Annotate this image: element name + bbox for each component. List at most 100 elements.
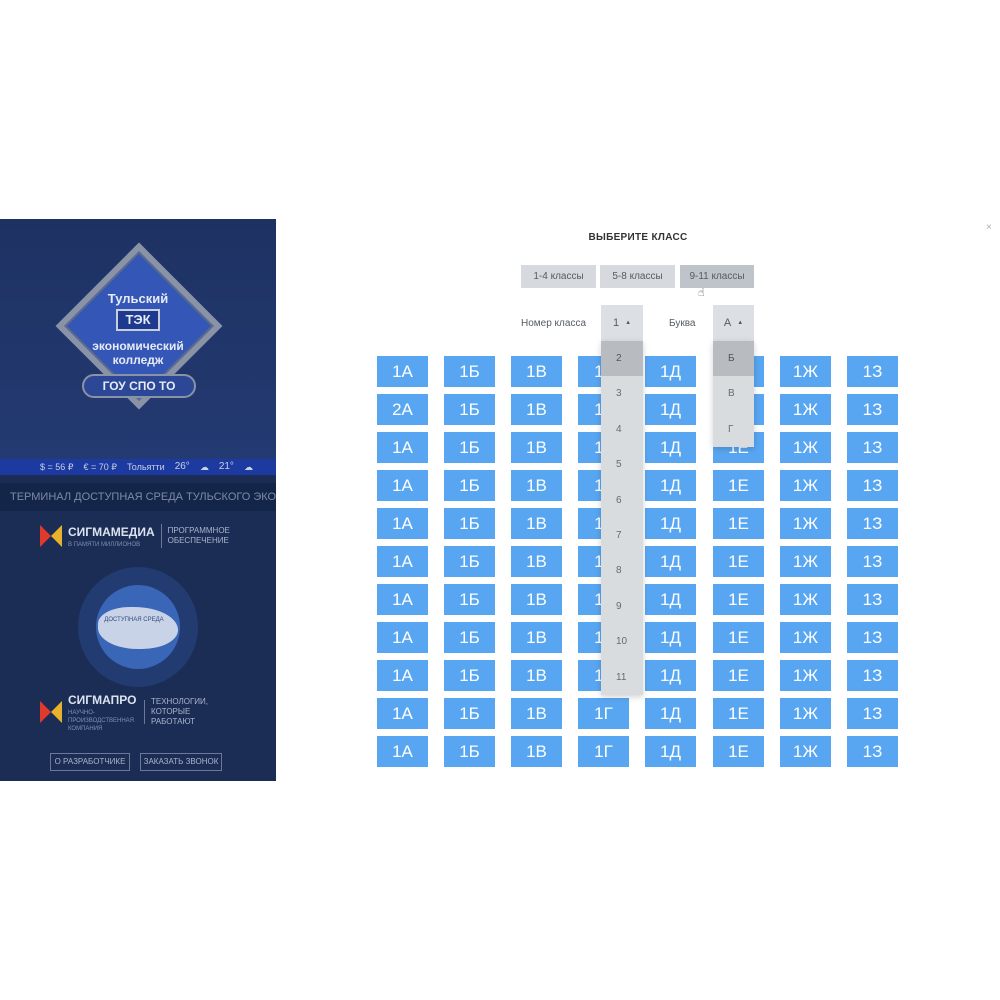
class-button[interactable]: 1Д	[645, 432, 696, 463]
order-call-button[interactable]: ЗАКАЗАТЬ ЗВОНОК	[140, 753, 222, 771]
class-number-option[interactable]: 5	[616, 459, 622, 471]
class-button[interactable]: 1З	[847, 508, 898, 539]
class-button[interactable]: 1Ж	[780, 394, 831, 425]
class-button[interactable]: 1Д	[645, 546, 696, 577]
class-button[interactable]: 1Е	[713, 622, 764, 653]
class-button[interactable]: 1З	[847, 622, 898, 653]
class-button[interactable]: 1Ж	[780, 356, 831, 387]
class-number-select[interactable]: 1▲	[601, 305, 643, 341]
class-button[interactable]: 1Ж	[780, 660, 831, 691]
class-button[interactable]: 1Б	[444, 470, 495, 501]
class-button[interactable]: 1А	[377, 660, 428, 691]
class-button[interactable]: 1З	[847, 470, 898, 501]
letter-option[interactable]: Г	[728, 423, 734, 435]
region-map-icon[interactable]	[98, 607, 178, 649]
class-button[interactable]: 1З	[847, 584, 898, 615]
class-button[interactable]: 1А	[377, 584, 428, 615]
class-button[interactable]: 1З	[847, 736, 898, 767]
class-button[interactable]: 1В	[511, 432, 562, 463]
class-button[interactable]: 1З	[847, 698, 898, 729]
class-button[interactable]: 1А	[377, 736, 428, 767]
letter-option[interactable]: Б	[713, 341, 754, 377]
class-button[interactable]: 1В	[511, 356, 562, 387]
class-button[interactable]: 1А	[377, 356, 428, 387]
class-button[interactable]: 1Е	[713, 736, 764, 767]
class-button[interactable]: 1Б	[444, 356, 495, 387]
class-button[interactable]: 1Д	[645, 470, 696, 501]
class-button[interactable]: 1В	[511, 546, 562, 577]
class-button[interactable]: 1Д	[645, 736, 696, 767]
class-button[interactable]: 1В	[511, 470, 562, 501]
class-number-option[interactable]: 2	[601, 341, 643, 377]
class-button[interactable]: 1Ж	[780, 508, 831, 539]
class-button[interactable]: 1Д	[645, 622, 696, 653]
tab-grades-5-8[interactable]: 5-8 классы	[600, 265, 675, 288]
class-button[interactable]: 1Ж	[780, 622, 831, 653]
class-number-option[interactable]: 10	[616, 636, 628, 648]
class-button[interactable]: 1Б	[444, 432, 495, 463]
class-button[interactable]: 1З	[847, 660, 898, 691]
class-button[interactable]: 1Д	[645, 584, 696, 615]
class-button[interactable]: 1Ж	[780, 432, 831, 463]
class-button[interactable]: 1В	[511, 394, 562, 425]
class-button[interactable]: 1З	[847, 432, 898, 463]
class-number-option[interactable]: 8	[616, 565, 622, 577]
class-number-option[interactable]: 9	[616, 600, 622, 612]
class-button[interactable]: 1Б	[444, 584, 495, 615]
class-button[interactable]: 1В	[511, 660, 562, 691]
class-button[interactable]: 1Д	[645, 508, 696, 539]
class-button[interactable]: 1Е	[713, 660, 764, 691]
class-button[interactable]: 1Г	[578, 736, 629, 767]
class-button[interactable]: 1Е	[713, 546, 764, 577]
class-button[interactable]: 1А	[377, 546, 428, 577]
class-button[interactable]: 1А	[377, 698, 428, 729]
class-button[interactable]: 1Д	[645, 356, 696, 387]
class-button[interactable]: 1Ж	[780, 470, 831, 501]
class-button[interactable]: 1Е	[713, 508, 764, 539]
class-button[interactable]: 1Д	[645, 660, 696, 691]
about-developer-button[interactable]: О РАЗРАБОТЧИКЕ	[50, 753, 130, 771]
class-button[interactable]: 1Б	[444, 736, 495, 767]
class-button[interactable]: 1Ж	[780, 546, 831, 577]
class-number-option[interactable]: 4	[616, 423, 622, 435]
class-button[interactable]: 1Б	[444, 698, 495, 729]
class-button[interactable]: 1Б	[444, 508, 495, 539]
class-button[interactable]: 1Г	[578, 698, 629, 729]
class-button[interactable]: 1А	[377, 470, 428, 501]
class-button[interactable]: 1Б	[444, 394, 495, 425]
usd-rate: $ = 56 ₽	[40, 462, 74, 472]
close-icon[interactable]: ×	[986, 222, 992, 233]
class-number-option[interactable]: 6	[616, 494, 622, 506]
class-button[interactable]: 1Ж	[780, 736, 831, 767]
class-button[interactable]: 2А	[377, 394, 428, 425]
class-button[interactable]: 1З	[847, 546, 898, 577]
class-button[interactable]: 1З	[847, 394, 898, 425]
class-button[interactable]: 1А	[377, 432, 428, 463]
class-button[interactable]: 1Е	[713, 698, 764, 729]
class-button[interactable]: 1В	[511, 508, 562, 539]
class-button[interactable]: 1В	[511, 584, 562, 615]
class-button[interactable]: 1Д	[645, 394, 696, 425]
class-button[interactable]: 1З	[847, 356, 898, 387]
class-button[interactable]: 1В	[511, 622, 562, 653]
cloud-icon: ☁	[199, 462, 209, 472]
class-number-option[interactable]: 7	[616, 529, 622, 541]
class-button[interactable]: 1Б	[444, 622, 495, 653]
class-button[interactable]: 1В	[511, 736, 562, 767]
class-button[interactable]: 1В	[511, 698, 562, 729]
class-button[interactable]: 1Д	[645, 698, 696, 729]
class-number-option[interactable]: 3	[616, 388, 622, 400]
tab-grades-1-4[interactable]: 1-4 классы	[521, 265, 596, 288]
class-button[interactable]: 1Б	[444, 546, 495, 577]
tab-grades-9-11[interactable]: 9-11 классы	[680, 265, 754, 288]
class-button[interactable]: 1Ж	[780, 584, 831, 615]
class-button[interactable]: 1Е	[713, 584, 764, 615]
class-button[interactable]: 1А	[377, 508, 428, 539]
class-button[interactable]: 1А	[377, 622, 428, 653]
letter-select[interactable]: А▲	[713, 305, 754, 341]
class-button[interactable]: 1Е	[713, 470, 764, 501]
class-button[interactable]: 1Б	[444, 660, 495, 691]
class-button[interactable]: 1Ж	[780, 698, 831, 729]
letter-option[interactable]: В	[728, 388, 735, 400]
class-number-option[interactable]: 11	[616, 671, 627, 683]
